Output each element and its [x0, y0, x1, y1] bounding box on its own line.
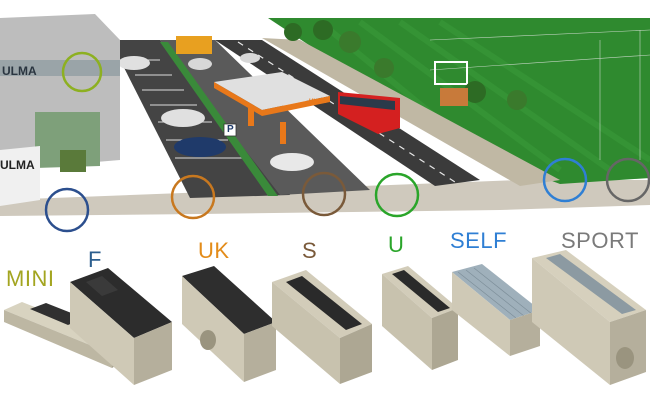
- truck-sign: ULMA: [0, 158, 35, 172]
- label-mini: MINI: [6, 266, 55, 291]
- pump-1: [280, 122, 286, 144]
- label-u: U: [388, 232, 405, 257]
- parking-sign-bg: [223, 123, 237, 137]
- circle-sport: [605, 157, 650, 203]
- goal: [434, 61, 468, 85]
- label-sport: SPORT: [561, 228, 639, 253]
- circle-uk: [170, 174, 216, 220]
- trees: [284, 20, 527, 110]
- channel-f: [70, 268, 172, 385]
- label-s: S: [302, 238, 318, 263]
- building-sign: ULMA: [2, 64, 37, 78]
- channel-uk: [182, 266, 276, 382]
- circle-f: [44, 187, 90, 233]
- park-path: [262, 38, 560, 186]
- truck: [0, 146, 40, 206]
- label-f: F: [88, 247, 102, 272]
- circle-mini: [61, 51, 103, 93]
- ground-base: [0, 180, 650, 216]
- channel-sport: [532, 250, 646, 385]
- station-area: [160, 40, 370, 195]
- channel-s: [272, 270, 372, 384]
- car-wash: [176, 36, 212, 54]
- road-markings: [237, 41, 459, 185]
- gas-station-canopy: [214, 72, 330, 110]
- parking-sign: P: [227, 124, 234, 135]
- channel-self: [452, 264, 540, 356]
- channel-u: [382, 266, 458, 370]
- pump-2: [248, 108, 254, 126]
- label-self: SELF: [450, 228, 508, 253]
- forklift: [60, 150, 86, 172]
- circle-self: [542, 157, 588, 203]
- circle-u: [374, 172, 420, 218]
- circle-s: [301, 171, 347, 217]
- playground: [440, 88, 468, 106]
- station-sign: ULMA: [309, 99, 327, 105]
- label-uk: UK: [198, 238, 230, 263]
- green-strip: [160, 42, 278, 196]
